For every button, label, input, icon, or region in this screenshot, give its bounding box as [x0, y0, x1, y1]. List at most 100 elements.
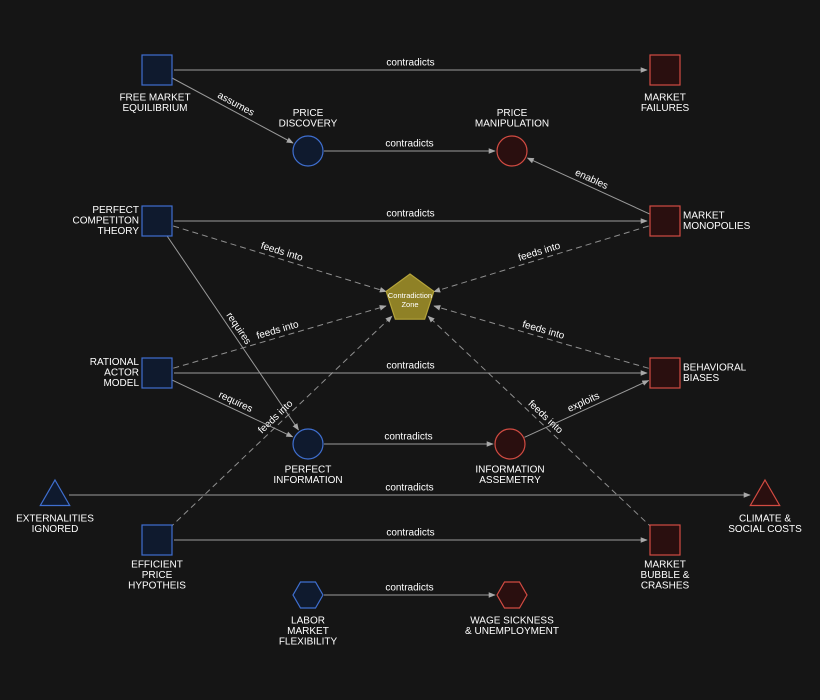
node-label: SOCIAL COSTS — [728, 524, 802, 535]
edge-behavioral-biases-to-contradiction-zone: feeds into — [433, 305, 649, 369]
node-label: PERFECT — [92, 205, 139, 216]
edge-label: feeds into — [517, 241, 562, 264]
edge-label: contradicts — [386, 209, 434, 220]
node-label: ASSEMETRY — [479, 475, 541, 486]
node-label: CLIMATE & — [739, 514, 791, 525]
node-label: PERFECT — [285, 465, 332, 476]
edge-label: feeds into — [259, 241, 304, 264]
edge-free-market-to-price-discovery: assumes — [171, 77, 294, 144]
node-label: COMPETITON — [73, 216, 139, 227]
edge-rational-actor-to-perfect-information: requires — [172, 379, 294, 438]
node-label: LABOR — [291, 616, 325, 627]
edge-free-market-to-market-failures: contradicts — [174, 58, 648, 73]
edge-labor-flex-to-wage-sickness: contradicts — [324, 583, 496, 598]
edge-label: contradicts — [386, 528, 434, 539]
edge-label: contradicts — [385, 483, 433, 494]
node-label: BUBBLE & — [641, 570, 690, 581]
node-label: MARKET — [287, 626, 329, 637]
node-label: MARKET — [644, 560, 686, 571]
node-climate-costs[interactable]: CLIMATE &SOCIAL COSTS — [728, 478, 802, 535]
edge-line — [166, 234, 299, 431]
edge-label: enables — [573, 167, 609, 192]
edge-efficient-price-to-contradiction-zone: feeds into — [168, 315, 393, 529]
node-label: DISCOVERY — [279, 119, 338, 130]
node-label: FAILURES — [641, 103, 690, 114]
edge-label: feeds into — [526, 398, 565, 436]
edge-label: contradicts — [384, 432, 432, 443]
pentagon-node-shape — [385, 273, 435, 320]
node-label: BEHAVIORAL — [683, 362, 747, 373]
triangle-node-shape — [39, 478, 71, 507]
edge-label: feeds into — [255, 319, 300, 342]
edge-line — [173, 225, 387, 293]
node-label: THEORY — [98, 226, 140, 237]
node-label: PRICE — [142, 570, 173, 581]
circle-node-shape — [292, 135, 324, 167]
edge-line — [427, 315, 653, 529]
edge-label: contradicts — [386, 361, 434, 372]
square-node-shape — [649, 357, 681, 389]
node-label: & UNEMPLOYMENT — [465, 626, 559, 637]
edge-line — [172, 379, 294, 438]
square-node-shape — [141, 205, 173, 237]
node-label: MARKET — [644, 93, 686, 104]
edge-label: contradicts — [385, 583, 433, 594]
circle-node-shape — [292, 428, 324, 460]
node-label: INFORMATION — [273, 475, 342, 486]
node-label: EQUILIBRIUM — [122, 103, 187, 114]
node-label: EXTERNALITIES — [16, 514, 94, 525]
node-label: HYPOTHEIS — [128, 581, 186, 592]
edge-label: requires — [217, 390, 254, 415]
square-node-shape — [649, 524, 681, 556]
node-label: FREE MARKET — [119, 93, 190, 104]
node-label: PRICE — [293, 108, 324, 119]
square-node-shape — [649, 54, 681, 86]
node-wage-sickness[interactable]: WAGE SICKNESS& UNEMPLOYMENT — [465, 581, 559, 637]
edge-line — [168, 315, 393, 529]
edge-line — [526, 157, 650, 215]
circle-node-shape — [494, 428, 526, 460]
square-node-shape — [141, 524, 173, 556]
edge-line — [524, 380, 650, 438]
node-label: WAGE SICKNESS — [470, 616, 554, 627]
hexagon-node-shape — [496, 581, 528, 609]
nodes-layer: FREE MARKETEQUILIBRIUMMARKETFAILURESPRIC… — [16, 54, 802, 648]
edge-market-bubble-to-contradiction-zone: feeds into — [427, 315, 653, 529]
edges-layer: contradicts assumes contradicts enables cont… — [69, 58, 751, 598]
node-label: IGNORED — [32, 524, 79, 535]
node-label: MANIPULATION — [475, 119, 549, 130]
node-label: INFORMATION — [475, 465, 544, 476]
edge-efficient-price-to-market-bubble: contradicts — [174, 528, 648, 543]
circle-node-shape — [496, 135, 528, 167]
edge-label: feeds into — [521, 319, 566, 342]
node-label: BIASES — [683, 373, 719, 384]
node-label: MARKET — [683, 210, 725, 221]
node-label: ACTOR — [104, 368, 139, 379]
triangle-node-shape — [749, 478, 781, 507]
node-label: PRICE — [497, 108, 528, 119]
edge-rational-actor-to-behavioral-biases: contradicts — [174, 361, 648, 376]
node-label: EFFICIENT — [131, 560, 183, 571]
edge-line — [171, 77, 294, 144]
edge-price-discovery-to-price-manipulation: contradicts — [324, 139, 496, 154]
edge-market-monopolies-to-contradiction-zone: feeds into — [433, 225, 649, 293]
hexagon-node-shape — [292, 581, 324, 609]
square-node-shape — [649, 205, 681, 237]
edge-label: exploits — [566, 391, 601, 415]
